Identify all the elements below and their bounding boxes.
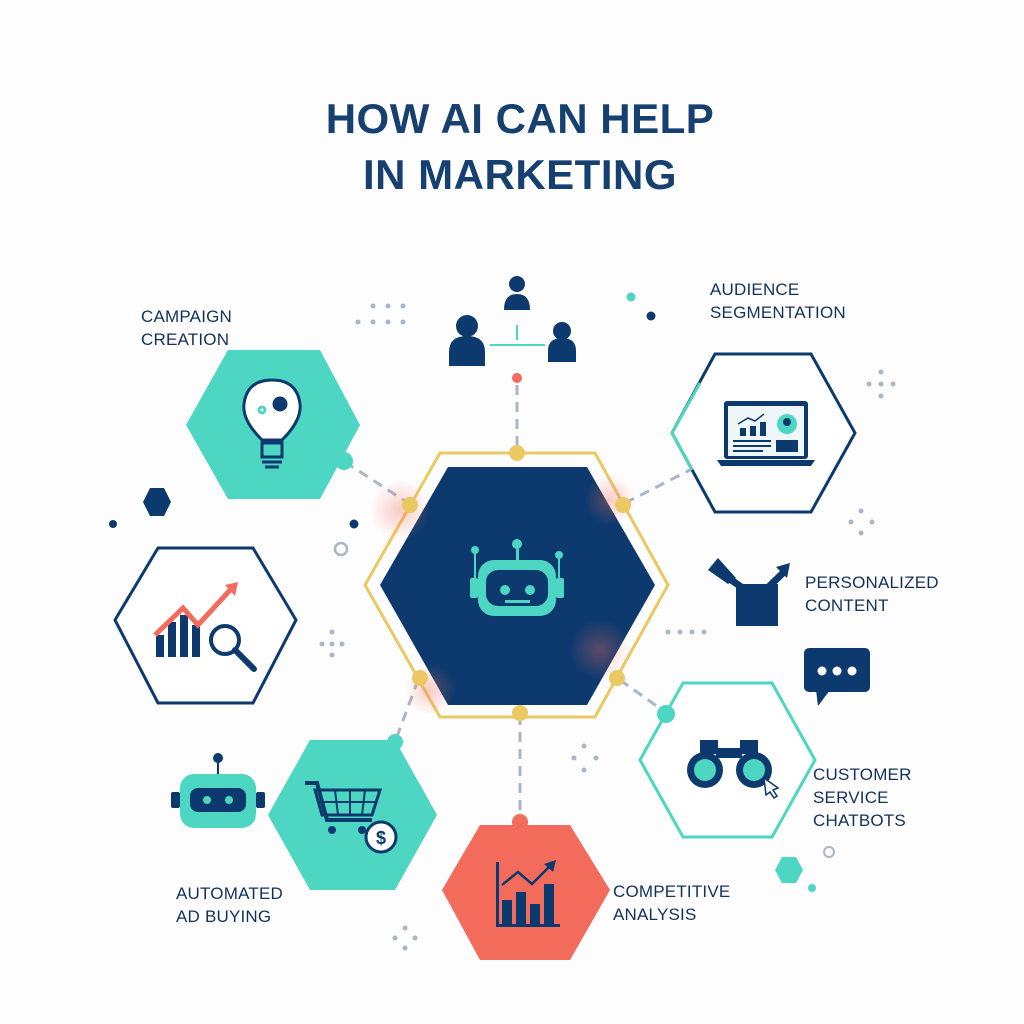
label-line: CUSTOMER [813, 765, 912, 784]
label-campaign-creation: CAMPAIGN CREATION [141, 305, 232, 351]
label-line: AD BUYING [176, 907, 272, 926]
label-line: CHATBOTS [813, 811, 906, 830]
label-automated-ad-buying: AUTOMATED AD BUYING [176, 882, 283, 928]
label-line: ANALYSIS [613, 905, 697, 924]
customer-service-hex [638, 681, 817, 839]
label-line: CONTENT [805, 596, 889, 615]
people-network-icon [449, 276, 576, 366]
label-line: SEGMENTATION [710, 303, 846, 322]
label-line: AUDIENCE [710, 280, 800, 299]
label-competitive-analysis: COMPETITIVE ANALYSIS [613, 880, 730, 926]
lightbulb-gears-icon [242, 378, 302, 469]
laptop-dashboard-icon [717, 401, 815, 466]
label-line: COMPETITIVE [613, 882, 731, 901]
label-line: SERVICE [813, 788, 889, 807]
chatbot-robot-icon [171, 753, 265, 828]
binoculars-icon [687, 740, 780, 800]
page-title-line-2: IN MARKETING [363, 151, 677, 198]
page-title-line-1: HOW AI CAN HELP [325, 95, 715, 142]
label-audience-segmentation: AUDIENCE SEGMENTATION [710, 278, 846, 324]
connector-lines [344, 385, 691, 820]
label-line: AUTOMATED [176, 884, 283, 903]
bar-chart-growth-icon [496, 860, 560, 927]
svg-text:$: $ [376, 828, 386, 848]
label-line: CREATION [141, 330, 230, 349]
personalized-content-icon [708, 558, 790, 626]
label-line: CAMPAIGN [141, 307, 233, 326]
decorative-dots [109, 292, 896, 951]
label-customer-service-chatbots: CUSTOMER SERVICE CHATBOTS [813, 763, 912, 832]
market-trends-hex [113, 546, 298, 705]
label-personalized-content: PERSONALIZED CONTENT [805, 571, 939, 617]
shopping-cart-dollar-icon: $ [305, 781, 398, 854]
connection-nodes [402, 445, 631, 721]
label-line: PERSONALIZED [805, 573, 939, 592]
growth-analysis-icon [153, 582, 257, 672]
central-hex-outline [363, 451, 670, 719]
chat-bubble-icon [804, 648, 870, 706]
robot-ai-icon [470, 539, 564, 616]
